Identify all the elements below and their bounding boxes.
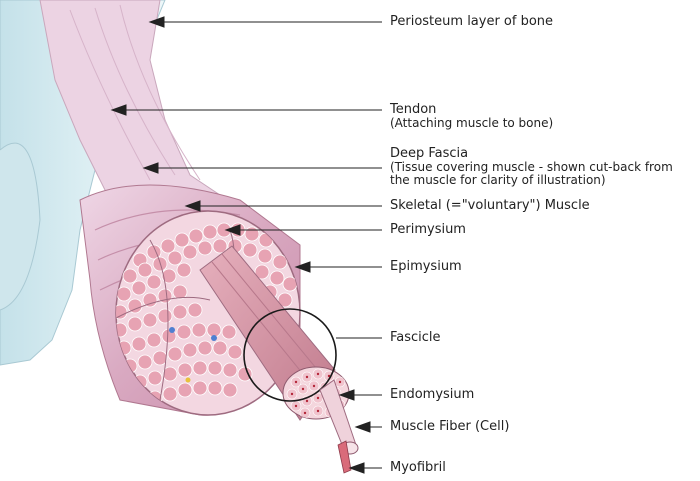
label-tendon-text: Tendon: [390, 102, 437, 117]
label-tendon-note: (Attaching muscle to bone): [390, 116, 554, 130]
label-skeletal-muscle: Skeletal (="voluntary") Muscle: [390, 199, 590, 213]
label-perimysium-text: Perimysium: [390, 222, 466, 237]
label-myofibril-text: Myofibril: [390, 460, 446, 475]
label-deep-fascia-note-2: the muscle for clarity of illustration): [390, 173, 606, 187]
label-fascicle-text: Fascicle: [390, 330, 441, 345]
muscle-cross-section: [115, 210, 301, 416]
label-muscle-fiber: Muscle Fiber (Cell): [390, 420, 509, 434]
leader-lines: [110, 16, 382, 474]
label-periosteum: Periosteum layer of bone: [390, 15, 553, 29]
label-endomysium-text: Endomysium: [390, 387, 475, 402]
label-epimysium-text: Epimysium: [390, 259, 462, 274]
label-deep-fascia: Deep Fascia (Tissue covering muscle - sh…: [390, 147, 673, 187]
label-epimysium: Epimysium: [390, 260, 462, 274]
label-skeletal-muscle-text: Skeletal (="voluntary") Muscle: [390, 198, 590, 213]
label-periosteum-text: Periosteum layer of bone: [390, 14, 554, 29]
label-deep-fascia-text: Deep Fascia: [390, 146, 469, 161]
label-perimysium: Perimysium: [390, 223, 466, 237]
label-tendon: Tendon (Attaching muscle to bone): [390, 103, 553, 130]
label-fascicle: Fascicle: [390, 331, 441, 345]
myofibril: [337, 440, 352, 474]
label-endomysium: Endomysium: [390, 388, 474, 402]
label-myofibril: Myofibril: [390, 461, 446, 475]
label-deep-fascia-note-1: (Tissue covering muscle - shown cut-back…: [390, 160, 673, 174]
label-muscle-fiber-text: Muscle Fiber (Cell): [390, 419, 510, 434]
